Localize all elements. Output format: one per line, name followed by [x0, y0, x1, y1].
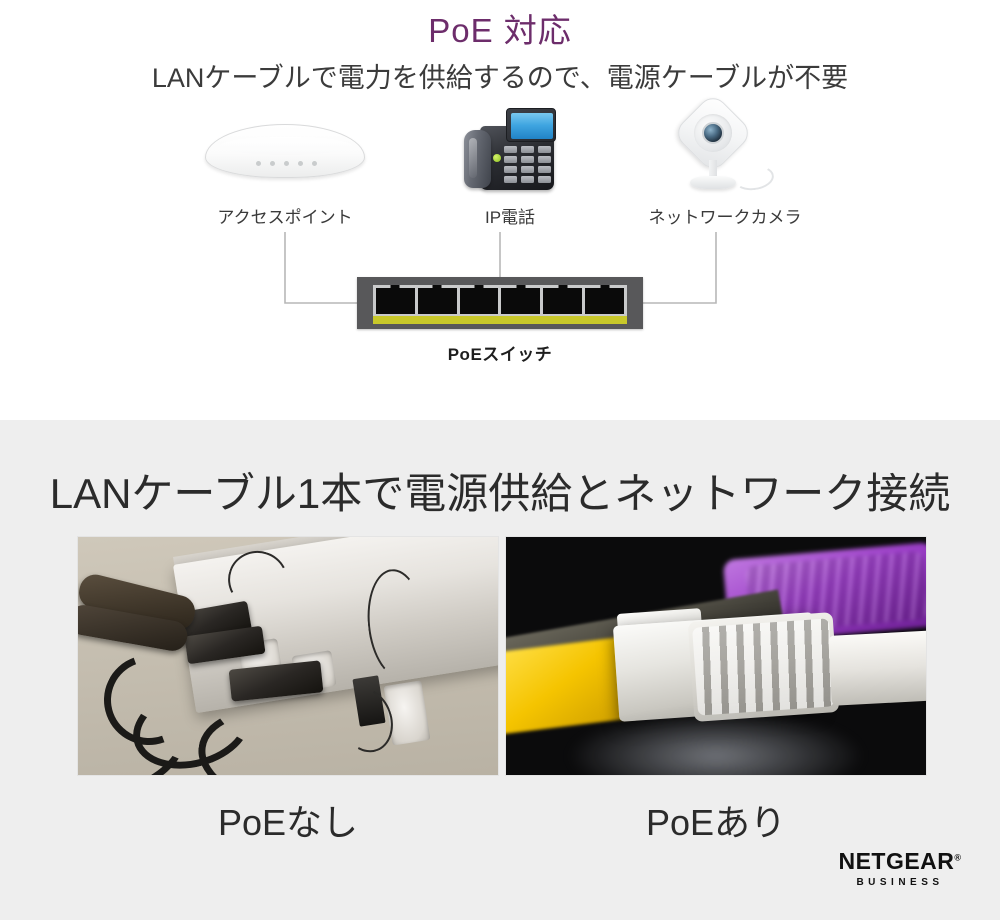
ip-phone-key [538, 146, 551, 153]
poe-comparison-section: LANケーブル1本で電源供給とネットワーク接続 [0, 420, 1000, 920]
access-point-body [205, 124, 365, 178]
line-access-point-to-switch [284, 232, 357, 304]
rj45-port [417, 288, 457, 314]
device-label-network-camera: ネットワークカメラ [648, 208, 802, 227]
ip-phone-key [521, 156, 534, 163]
rj45-port [501, 288, 541, 314]
page-subtitle: LANケーブルで電力を供給するので、電源ケーブルが不要 [151, 63, 849, 93]
ip-phone-key [504, 156, 517, 163]
poe-switch-illustration [357, 277, 643, 329]
page-title: PoE 対応 [428, 12, 572, 49]
ip-phone-key [504, 176, 517, 183]
connection-diagram-lines [284, 232, 717, 304]
photo-with-poe [506, 537, 926, 775]
ip-phone-key [521, 176, 534, 183]
powered-devices-row [0, 91, 1000, 200]
line-camera-to-switch [643, 232, 717, 304]
photo-no-poe [78, 537, 498, 775]
device-label-ip-phone: IP電話 [484, 208, 536, 227]
network-camera-icon [668, 91, 778, 196]
ip-phone-key [504, 166, 517, 173]
camera-stand-stem [709, 160, 717, 180]
ip-phone-key [538, 176, 551, 183]
registered-trademark-icon: ® [954, 852, 962, 863]
ip-phone-handset [464, 130, 491, 188]
rj45-port [543, 288, 583, 314]
ip-phone-key [521, 146, 534, 153]
camera-stand-base [690, 176, 736, 189]
logo-sub-text: BUSINESS [856, 877, 944, 888]
ip-phone-key [538, 166, 551, 173]
poe-overview-section: PoE 対応 LANケーブルで電力を供給するので、電源ケーブルが不要 [0, 0, 1000, 420]
netgear-business-logo: NETGEAR® BUSINESS [830, 848, 970, 888]
rj45-port [585, 288, 624, 314]
poe-switch-yellow-strip [373, 316, 627, 324]
rj45-port [459, 288, 499, 314]
ip-phone-keypad [504, 146, 554, 188]
access-point-highlight [220, 137, 352, 155]
logo-brand-label: NETGEAR [838, 848, 955, 874]
ip-phone-key [521, 166, 534, 173]
photo-bottom-glow [566, 711, 866, 775]
poe-switch-label: PoEスイッチ [447, 345, 553, 364]
ethernet-cable-jacket [828, 630, 926, 706]
camera-lens [702, 122, 724, 144]
rj45-strain-relief-boot [687, 612, 840, 722]
poe-switch-port-row [376, 288, 624, 314]
rj45-port [376, 288, 415, 314]
ip-phone-status-led [493, 154, 501, 162]
ip-phone-lcd [511, 113, 553, 139]
caption-no-poe: PoEなし [217, 802, 359, 843]
access-point-led-row [256, 161, 318, 167]
caption-with-poe: PoEあり [645, 802, 787, 843]
device-label-access-point: アクセスポイント [217, 208, 353, 227]
wireless-access-point-icon [205, 116, 365, 186]
ip-phone-screen-bezel [506, 108, 556, 142]
logo-brand-text: NETGEAR® [830, 848, 970, 875]
ip-phone-icon [462, 102, 558, 194]
ip-phone-key [504, 146, 517, 153]
comparison-heading: LANケーブル1本で電源供給とネットワーク接続 [49, 470, 951, 517]
ip-phone-key [538, 156, 551, 163]
